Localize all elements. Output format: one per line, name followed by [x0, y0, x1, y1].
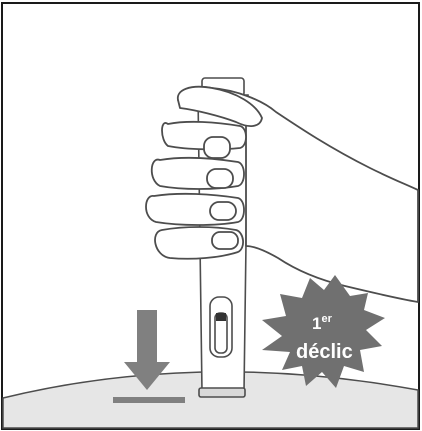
press-down-arrow-icon	[113, 310, 185, 403]
fingernail-2	[206, 168, 234, 189]
fingernail-4	[211, 231, 239, 250]
badge-ordinal: 1er	[312, 313, 333, 333]
badge-word: déclic	[296, 341, 353, 363]
click-starburst-icon: 1er déclic	[262, 275, 385, 388]
hand-palm	[177, 86, 419, 303]
pen-window-marker	[216, 313, 226, 321]
pen-tip	[198, 387, 246, 398]
badge-number: 1	[312, 314, 321, 333]
badge-superscript: er	[321, 313, 332, 325]
hand-thumb	[177, 85, 263, 127]
fingernail-3	[209, 201, 237, 221]
starburst-shape	[262, 275, 385, 388]
hand-icon	[145, 85, 419, 303]
fingernail-1	[203, 136, 231, 159]
